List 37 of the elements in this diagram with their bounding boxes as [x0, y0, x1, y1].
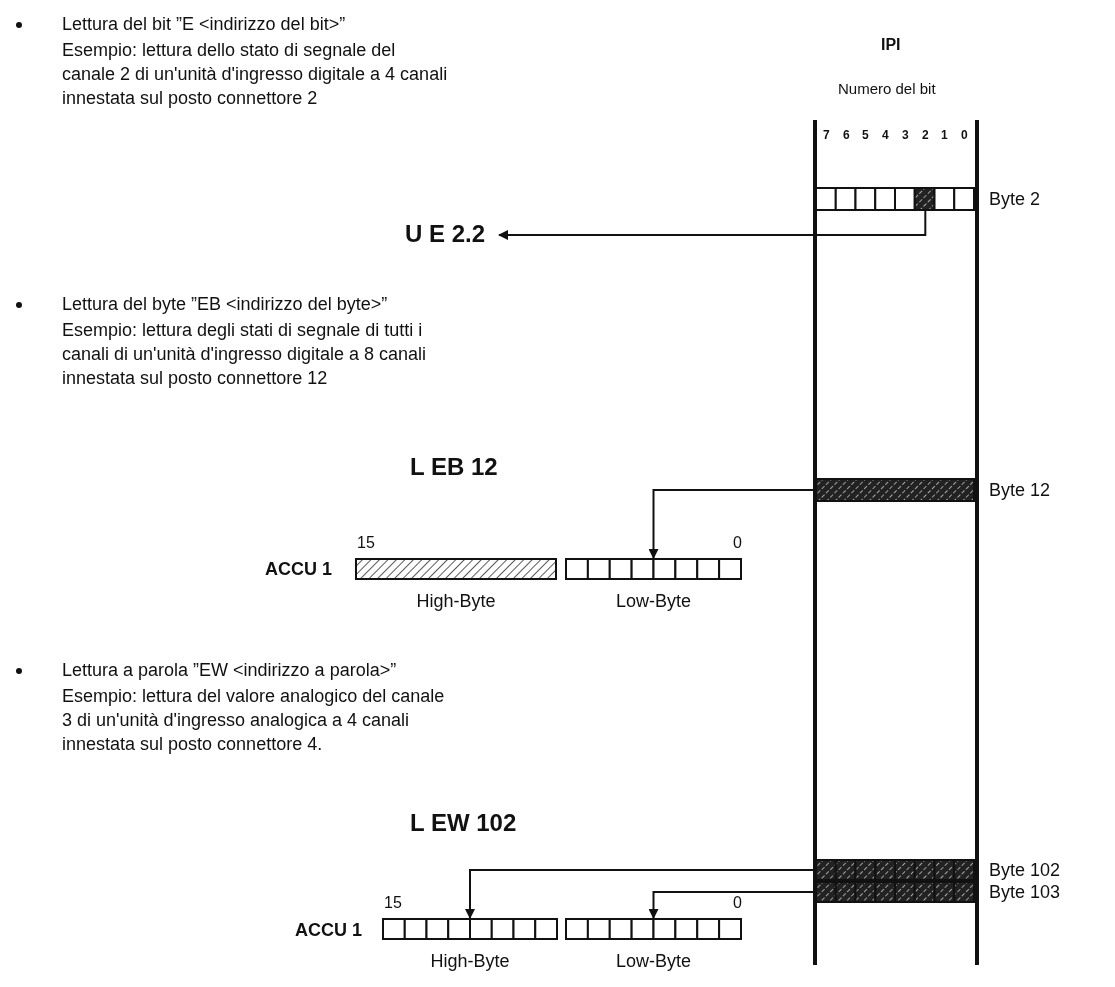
- byte-label: Low-Byte: [616, 590, 691, 612]
- byte-label: Byte 2: [989, 188, 1041, 210]
- byte-label: Low-Byte: [616, 950, 691, 972]
- bit-number: 3: [902, 128, 909, 142]
- bit-number: 4: [882, 128, 889, 142]
- bit-number: 0: [733, 534, 742, 552]
- bit-number: 15: [384, 894, 402, 912]
- instruction-text: L EB 12: [410, 452, 498, 482]
- bit-number: 5: [862, 128, 869, 142]
- example-text: Esempio: lettura degli stati di segnale di tutti i canali di un'unità d'ingresso digitale a 8 canali innestata sul posto connettore 12: [62, 319, 428, 390]
- byte-label: High-Byte: [430, 950, 510, 972]
- column-subtitle: Numero del bit: [838, 80, 936, 97]
- byte-label: Byte 103: [989, 881, 1061, 903]
- bullet-text: Lettura del byte ”EB <indirizzo del byte>”: [62, 293, 389, 316]
- arrow: [648, 489, 816, 559]
- register-label: ACCU 1: [295, 919, 362, 942]
- bit-number: 2: [922, 128, 929, 142]
- example-text: Esempio: lettura del valore analogico del canale 3 di un'unità d'ingresso analogica a 4 canali innestata sul posto connettore 4.: [62, 685, 446, 756]
- bit-number: 7: [823, 128, 830, 142]
- bit-number: 1: [941, 128, 948, 142]
- column-title: IPI: [881, 36, 901, 54]
- bit-number: 0: [961, 128, 968, 142]
- bit-number: 6: [843, 128, 850, 142]
- arrow: [498, 210, 927, 240]
- arrow: [465, 869, 816, 919]
- arrow: [648, 891, 816, 919]
- bullet-text: Lettura a parola ”EW <indirizzo a parola>”: [62, 659, 398, 682]
- register-label: ACCU 1: [265, 558, 332, 581]
- byte-label: Byte 12: [989, 479, 1051, 501]
- byte-label: High-Byte: [416, 590, 496, 612]
- bit-number: 15: [357, 534, 375, 552]
- example-text: Esempio: lettura dello stato di segnale del canale 2 di un'unità d'ingresso digitale a 4 canali innestata sul posto connettore 2: [62, 39, 449, 110]
- bullet-text: Lettura del bit ”E <indirizzo del bit>”: [62, 13, 347, 36]
- instruction-text: U E 2.2: [405, 218, 500, 250]
- bit-number: 0: [733, 894, 742, 912]
- byte-label: Byte 102: [989, 859, 1061, 881]
- instruction-text: L EW 102: [410, 808, 517, 838]
